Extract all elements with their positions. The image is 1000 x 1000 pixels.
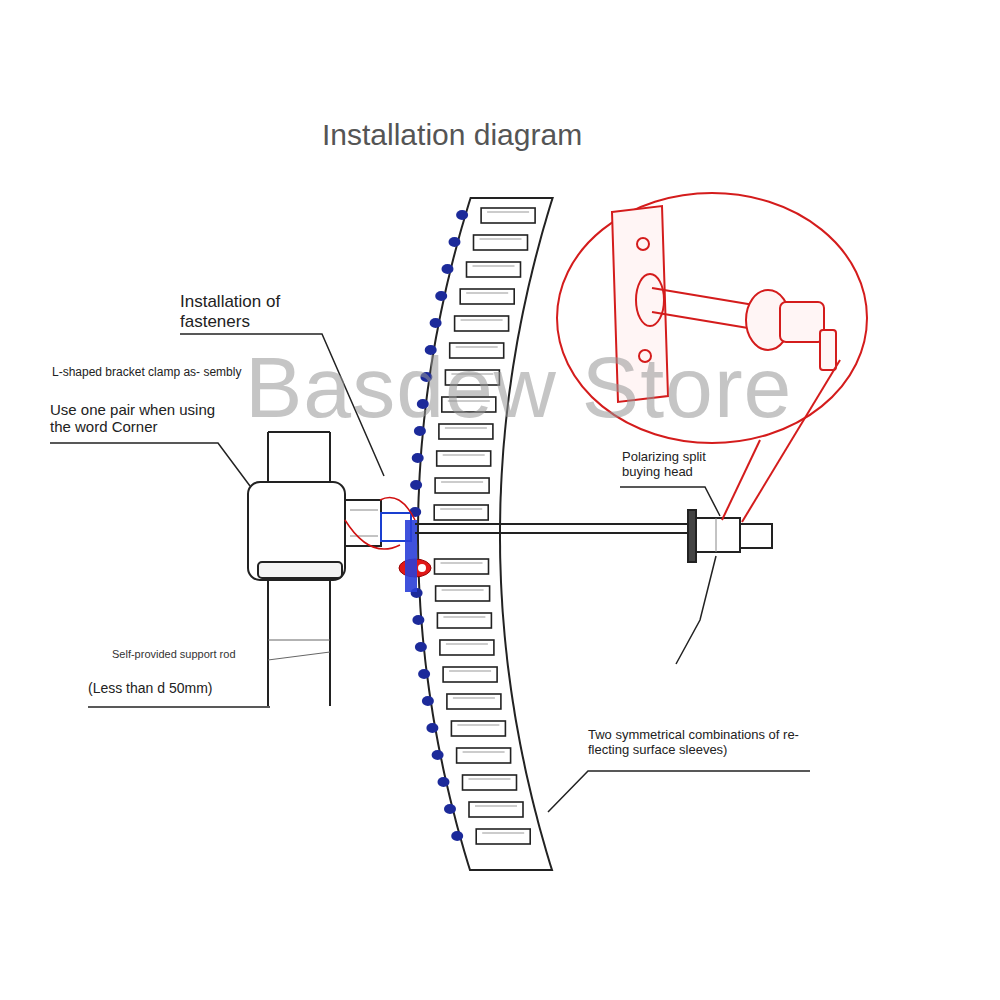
reflector-slot <box>436 586 490 601</box>
reflector-slot <box>463 775 517 790</box>
reflector-slot <box>457 748 511 763</box>
reflector-slot <box>469 802 523 817</box>
slot-shade <box>480 239 522 240</box>
slot-shade <box>440 509 482 510</box>
reflector-slot <box>447 694 501 709</box>
reflector-slot <box>467 262 521 277</box>
reflector-rivet <box>444 804 456 814</box>
reflector-slot <box>437 613 491 628</box>
slot-shade <box>466 293 508 294</box>
bracket-clamp <box>248 482 411 580</box>
part-label: Polarizing split buying head <box>622 450 734 480</box>
part-label: Installation of fasteners <box>180 292 325 331</box>
part-label: Two symmetrical combinations of re- flec… <box>588 728 838 758</box>
fastener <box>345 498 431 593</box>
reflector-slot <box>437 451 491 466</box>
reflector-rivet <box>435 291 447 301</box>
reflector-slot <box>440 640 494 655</box>
reflector-slot <box>434 505 488 520</box>
slot-shade <box>473 266 515 267</box>
part-label: Self-provided support rod <box>112 648 247 661</box>
reflector-slot <box>451 721 505 736</box>
reflector-slot <box>455 316 509 331</box>
slot-shade <box>443 617 485 618</box>
feed-rod <box>415 510 772 562</box>
watermark: Basdew Store <box>245 338 792 437</box>
reflector-rivet <box>442 264 454 274</box>
slot-shade <box>442 590 484 591</box>
reflector-rivet <box>432 750 444 760</box>
reflector-rivet <box>426 723 438 733</box>
reflector-slot <box>443 667 497 682</box>
reflector-slot <box>435 559 489 574</box>
slot-shade <box>461 320 503 321</box>
note-label: Use one pair when using the word Corner <box>50 401 240 436</box>
reflector-slot <box>435 478 489 493</box>
reflector-rivet <box>418 669 430 679</box>
part-label: L-shaped bracket clamp as- sembly <box>52 366 257 380</box>
slot-shade <box>446 644 488 645</box>
reflector-rivet <box>412 615 424 625</box>
reflector-rivet <box>410 480 422 490</box>
slot-shade <box>443 455 485 456</box>
slot-shade <box>463 752 505 753</box>
diagram-title: Installation diagram <box>322 118 582 153</box>
reflector-slot <box>474 235 528 250</box>
reflector-rivet <box>412 453 424 463</box>
reflector-rivet <box>449 237 461 247</box>
reflector-rivet <box>456 210 468 220</box>
slot-shade <box>441 482 483 483</box>
slot-shade <box>482 833 524 834</box>
slot-shade <box>457 725 499 726</box>
reflector-rivet <box>438 777 450 787</box>
slot-shade <box>487 212 529 213</box>
reflector-rivet <box>451 831 463 841</box>
reflector-slot <box>476 829 530 844</box>
slot-shade <box>469 779 511 780</box>
slot-shade <box>449 671 491 672</box>
reflector-rivet <box>415 642 427 652</box>
reflector-slot <box>481 208 535 223</box>
slot-shade <box>453 698 495 699</box>
dimension-label: (Less than d 50mm) <box>88 680 288 696</box>
reflector-rivet <box>422 696 434 706</box>
reflector-slot <box>460 289 514 304</box>
reflector-rivet <box>430 318 442 328</box>
slot-shade <box>441 563 483 564</box>
slot-shade <box>475 806 517 807</box>
